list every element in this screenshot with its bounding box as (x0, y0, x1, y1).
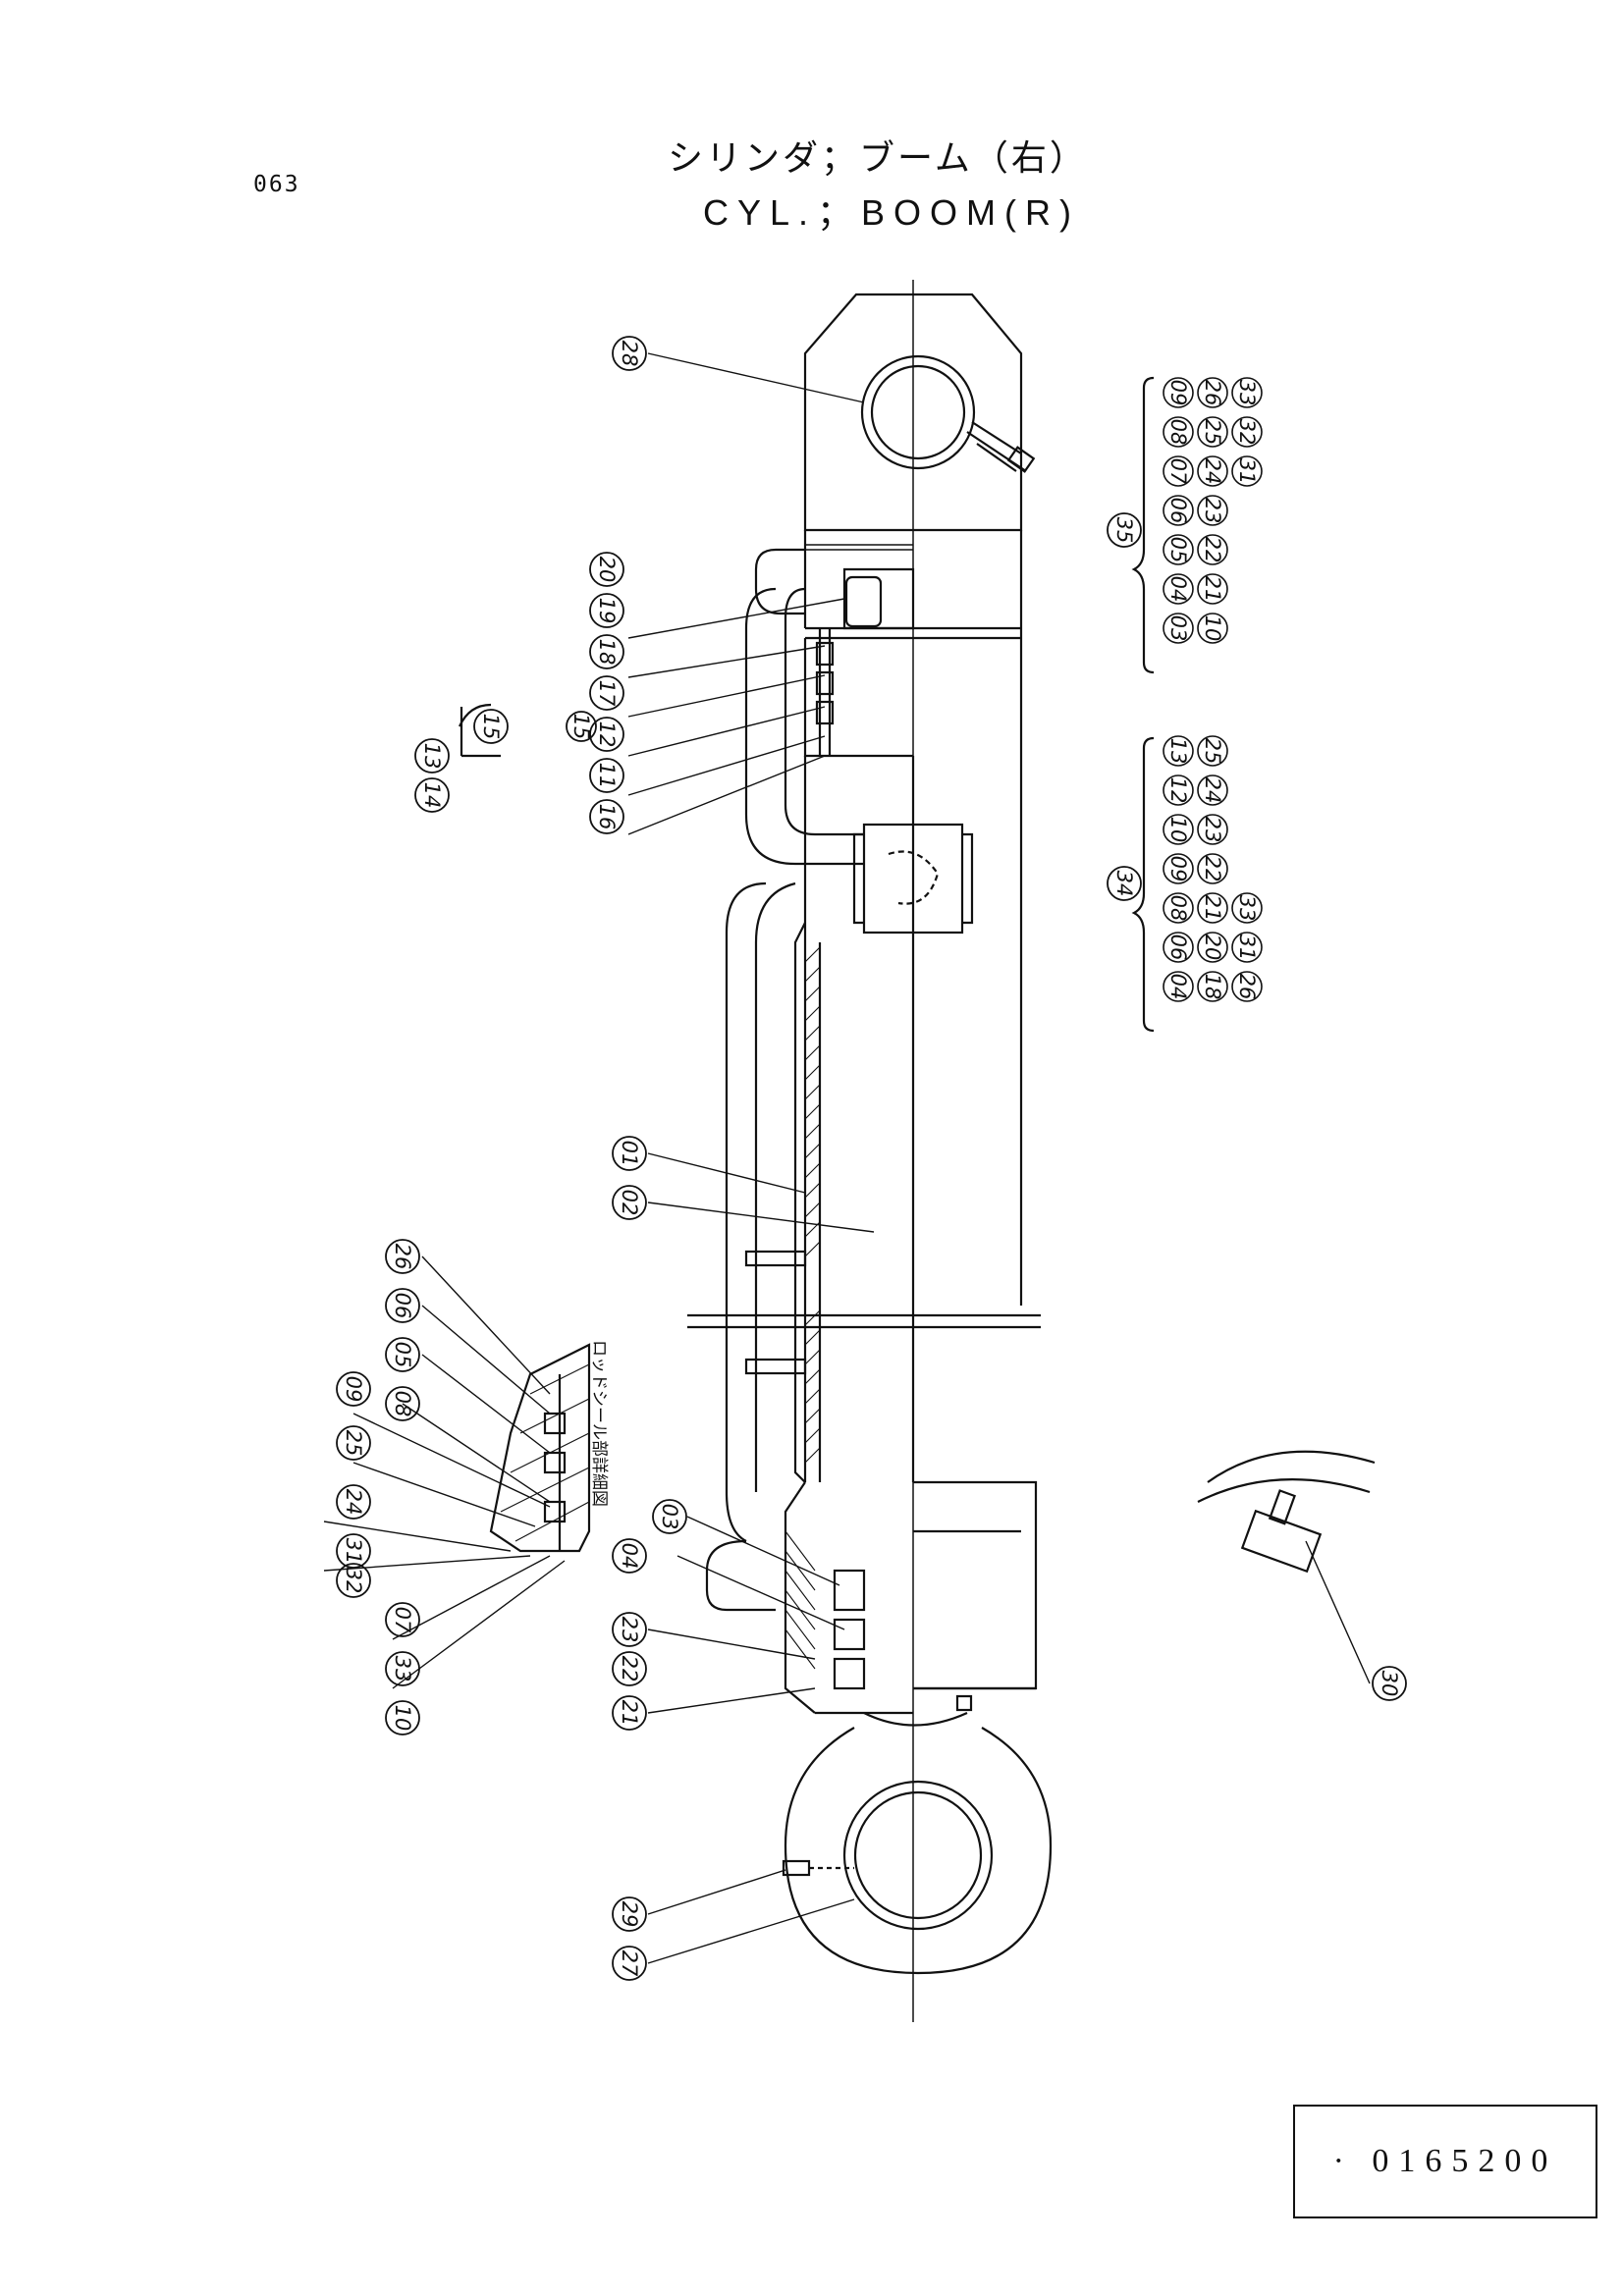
callout-01: 01 (618, 1141, 641, 1167)
kit35-item: 22 (1201, 537, 1224, 563)
kit35-item: 23 (1201, 498, 1224, 524)
detail-callout-09: 09 (342, 1376, 365, 1403)
kit34-item: 06 (1166, 934, 1190, 961)
kit34-item: 04 (1166, 974, 1190, 1000)
kit35-item: 24 (1201, 458, 1224, 485)
part-number-box: · 0165200 (1293, 2105, 1597, 2218)
detail-callout-08: 08 (391, 1391, 414, 1417)
kit35-item: 07 (1166, 458, 1190, 485)
callout-03: 03 (658, 1504, 681, 1530)
kit35-item: 10 (1201, 615, 1224, 642)
kit34-item: 18 (1201, 974, 1224, 1000)
detail-callout-06: 06 (391, 1293, 414, 1319)
kit34-item: 33 (1235, 895, 1259, 922)
kit35-item: 31 (1235, 458, 1259, 485)
callout-34: 34 (1112, 871, 1136, 897)
callout-28: 28 (618, 341, 641, 367)
kit35-item: 26 (1201, 380, 1224, 406)
callout-04: 04 (618, 1543, 641, 1570)
kit34-item: 21 (1201, 895, 1224, 922)
kit34-item: 13 (1166, 738, 1190, 765)
kit34-item: 24 (1201, 777, 1224, 804)
callout-19: 19 (595, 598, 619, 624)
top-pin-bore (860, 354, 976, 470)
callout-13: 13 (420, 743, 444, 770)
detail-callout-24: 24 (342, 1489, 365, 1516)
kit35-item: 33 (1235, 380, 1259, 406)
callout-11: 11 (595, 763, 619, 789)
detail-callout-10: 10 (391, 1705, 414, 1732)
kit35-item: 25 (1201, 419, 1224, 446)
kit34-item: 12 (1166, 777, 1190, 804)
callout-23: 23 (618, 1617, 641, 1643)
kit35-item: 32 (1235, 419, 1259, 446)
page-number: 063 (253, 172, 300, 197)
kit35-item: 21 (1201, 576, 1224, 603)
part-number: · 0165200 (1332, 2143, 1558, 2179)
title-japanese: シリンダ；ブーム（右） (668, 138, 1088, 179)
callout-16: 16 (595, 804, 619, 830)
callout-29: 29 (618, 1901, 641, 1928)
kit35-item: 08 (1166, 419, 1190, 446)
kit34-item: 08 (1166, 895, 1190, 922)
detail-callout-32: 32 (342, 1568, 365, 1594)
callout-18: 18 (595, 639, 619, 666)
kit35-item: 04 (1166, 576, 1190, 603)
detail-callout-05: 05 (391, 1342, 414, 1368)
detail-callout-07: 07 (391, 1607, 414, 1633)
callout-15: 15 (569, 714, 593, 740)
callout-27: 27 (618, 1950, 641, 1977)
kit34-item: 20 (1201, 934, 1224, 961)
callout-17: 17 (595, 680, 619, 707)
callout-21: 21 (618, 1700, 641, 1727)
kit35-item: 06 (1166, 498, 1190, 524)
detail-callout-25: 25 (342, 1430, 365, 1457)
kit35-item: 05 (1166, 537, 1190, 563)
kit35-item: 03 (1166, 615, 1190, 642)
title-english: CYL.；BOOM(R) (703, 192, 1081, 233)
callout-22: 22 (618, 1656, 641, 1682)
kit34-item: 25 (1201, 738, 1224, 765)
bottom-pin-bore (842, 1780, 994, 1931)
kit34-item: 22 (1201, 856, 1224, 882)
detail-callout-31: 31 (342, 1538, 365, 1565)
callout-30: 30 (1378, 1671, 1401, 1697)
detail-note: ロッドシール部詳細図 (589, 1340, 609, 1507)
callout-20: 20 (595, 557, 619, 583)
kit34-item: 31 (1235, 934, 1259, 961)
callout-02: 02 (618, 1190, 641, 1216)
callout-14: 14 (420, 782, 444, 809)
detail-callout-26: 26 (391, 1244, 414, 1270)
callout-15-group: 15 (479, 714, 503, 740)
detail-callout-33: 33 (391, 1656, 414, 1682)
kit34-item: 09 (1166, 856, 1190, 882)
kit35-item: 09 (1166, 380, 1190, 406)
callout-35: 35 (1112, 517, 1136, 544)
callout-12: 12 (595, 721, 619, 748)
kit34-item: 10 (1166, 817, 1190, 843)
kit34-item: 26 (1235, 974, 1259, 1000)
kit34-item: 23 (1201, 817, 1224, 843)
